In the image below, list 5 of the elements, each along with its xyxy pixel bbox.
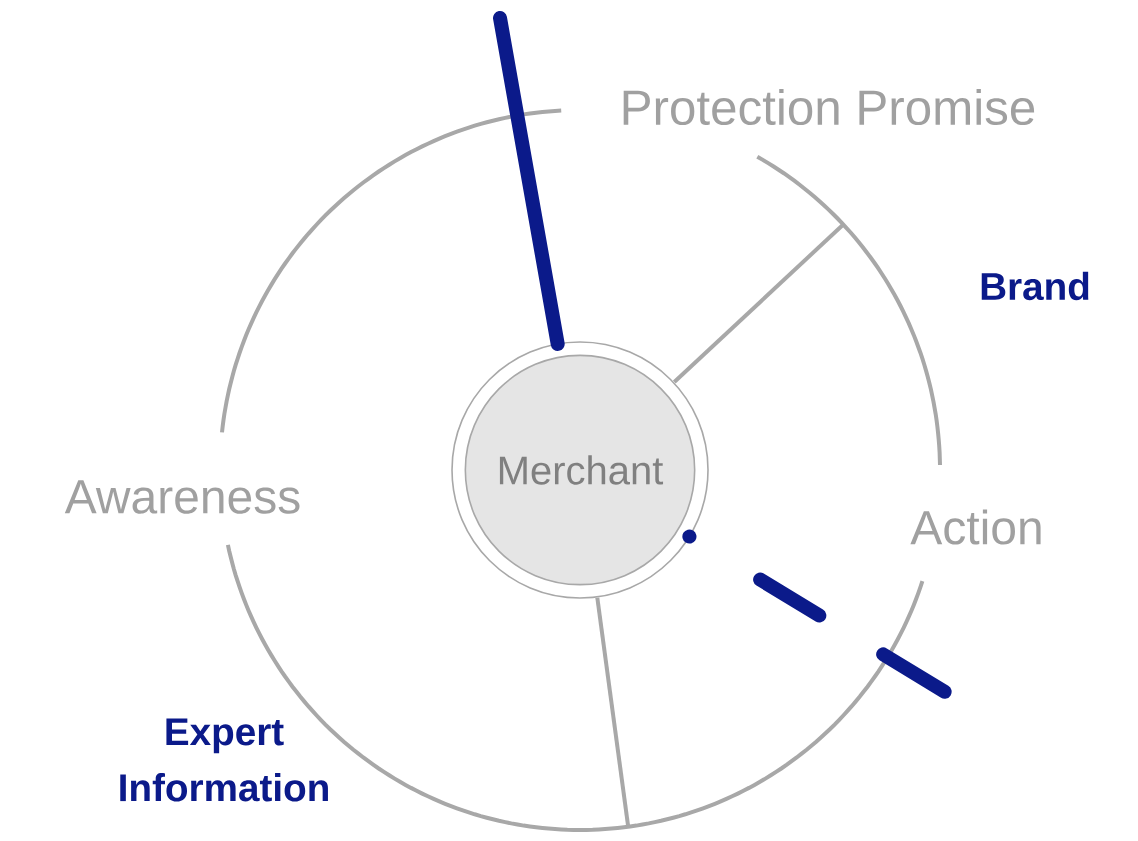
label: Protection Promise	[623, 88, 1035, 126]
label: Action	[910, 509, 1041, 545]
label: Awareness	[64, 480, 300, 514]
label: Expert Information	[120, 718, 328, 802]
label: Brand	[981, 271, 1089, 301]
